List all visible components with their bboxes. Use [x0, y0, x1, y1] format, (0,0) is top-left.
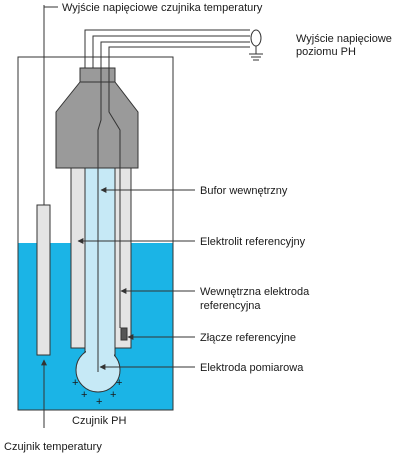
label-internal-ref-electrode-line2: referencyjna [200, 300, 261, 312]
ion-mark: + [72, 377, 78, 389]
ion-mark: + [96, 396, 102, 408]
ion-mark: + [81, 389, 87, 401]
leader-lines [41, 6, 195, 428]
label-internal-buffer: Bufor wewnętrzny [200, 185, 288, 197]
label-reference-junction: Złącze referencyjne [200, 332, 296, 344]
ion-mark: + [110, 389, 116, 401]
label-measuring-electrode: Elektroda pomiarowa [200, 362, 304, 374]
ground-icon [249, 29, 263, 61]
label-reference-electrolyte: Elektrolit referencyjny [200, 236, 306, 248]
label-ph-sensor: Czujnik PH [72, 415, 126, 427]
reference-junction-block [120, 327, 128, 341]
label-temp-sensor-output: Wyjście napięciowe czujnika temperatury [62, 2, 263, 14]
ph-output-wires [84, 29, 250, 68]
label-temperature-sensor: Czujnik temperatury [4, 441, 102, 453]
label-internal-ref-electrode-line1: Wewnętrzna elektroda [200, 286, 310, 298]
probe-head [55, 67, 139, 169]
label-ph-output-line1: Wyjście napięciowe [296, 33, 392, 45]
ion-mark: + [116, 377, 122, 389]
label-ph-output-line2: poziomu PH [296, 46, 356, 58]
temp-sensor-rod [36, 204, 51, 356]
ion-marks: + + + + + [72, 377, 122, 408]
beaker-outline-top [17, 56, 174, 411]
inner-buffer-tube [84, 167, 116, 364]
reference-wire [108, 68, 121, 328]
probe-center-wire [97, 68, 102, 372]
